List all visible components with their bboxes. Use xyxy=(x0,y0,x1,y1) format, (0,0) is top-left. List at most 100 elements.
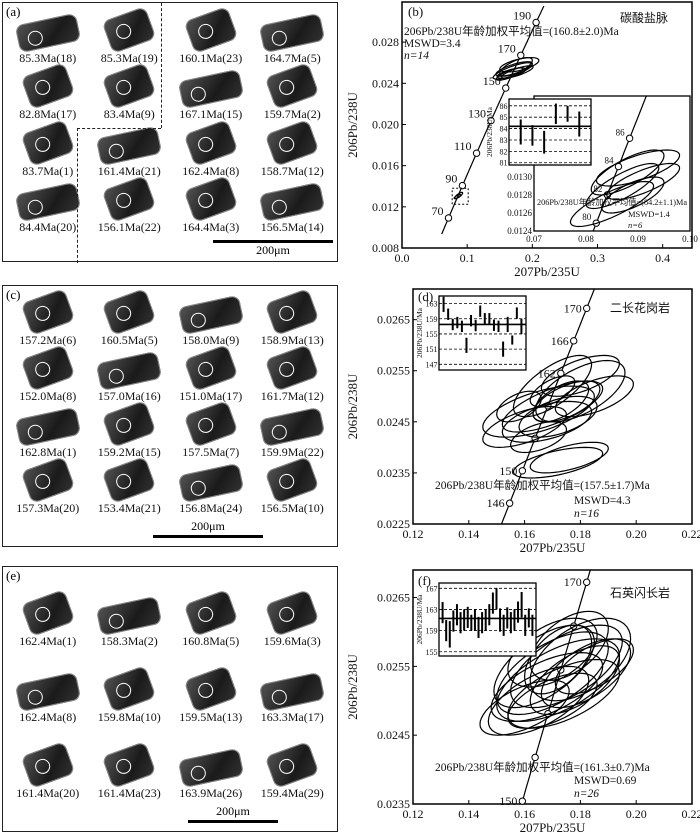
age-marker-label: 170 xyxy=(564,301,582,315)
zircon-age-label: 156.5Ma(10) xyxy=(260,501,324,515)
age-marker-label: 166 xyxy=(551,334,569,348)
age-marker xyxy=(472,149,481,157)
x-tick-label: 0.3 xyxy=(590,251,605,265)
age-marker-label: 90 xyxy=(445,172,457,186)
zircon-grain: 159.2Ma(15) xyxy=(89,400,171,460)
zircon-grid: 162.4Ma(1)158.3Ma(2)160.8Ma(5)159.6Ma(3)… xyxy=(7,573,333,801)
zircon-age-label: 164.4Ma(3) xyxy=(182,220,240,234)
y-tick-label: 0.0265 xyxy=(377,313,410,327)
age-marker xyxy=(531,753,539,762)
zircon-age-label: 159.6Ma(3) xyxy=(263,634,321,648)
zircon-age-label: 163.3Ma(17) xyxy=(260,710,324,724)
zircon-age-label: 151.0Ma(17) xyxy=(179,389,243,403)
zircon-grain: 159.7Ma(2) xyxy=(252,62,334,123)
dashed-divider xyxy=(77,128,78,263)
zircon-grain: 161.7Ma(12) xyxy=(252,344,334,404)
zircon-age-label: 156.8Ma(24) xyxy=(179,501,243,515)
x-tick-label: 0.0 xyxy=(395,251,410,265)
zircon-age-label: 162.4Ma(8) xyxy=(182,163,240,178)
y-tick-label: 0.0235 xyxy=(377,797,410,811)
zircon-grain: 163.3Ma(17) xyxy=(252,649,334,725)
y-tick-label: 0.0265 xyxy=(377,591,410,605)
zircon-grain: 164.7Ma(5) xyxy=(252,9,334,66)
zircon-age-label: 159.7Ma(2) xyxy=(263,107,321,121)
zircon-age-label: 161.7Ma(12) xyxy=(260,389,324,403)
weighted-mean-inset xyxy=(438,582,537,657)
zircon-age-label: 156.5Ma(14) xyxy=(260,220,324,234)
zircon-age-label: 167.1Ma(15) xyxy=(179,107,243,121)
y-tick-label: 0.020 xyxy=(372,117,399,131)
error-ellipse xyxy=(606,162,681,201)
zircon-grain: 158.0Ma(9) xyxy=(170,292,252,348)
age-marker xyxy=(458,181,467,190)
zircon-grain: 160.8Ma(5) xyxy=(170,573,252,649)
weighted-mean-annotation: 206Pb/238U年龄加权平均值=(157.5±1.7)Ma xyxy=(435,478,650,492)
age-marker-label: 170 xyxy=(498,41,516,55)
error-ellipse xyxy=(509,421,568,454)
rock-type-label: 碳酸盐脉 xyxy=(620,10,668,25)
zircon-age-label: 161.4Ma(23) xyxy=(97,786,161,800)
error-ellipse xyxy=(540,354,621,397)
inset-y-axis-label: 206Pb/238U/Ma xyxy=(415,594,424,645)
error-ellipse xyxy=(569,180,655,228)
zircon-age-label: 84.4Ma(20) xyxy=(19,220,77,234)
zircon-grain: 162.8Ma(1) xyxy=(7,404,89,460)
zircon-grain: 158.9Ma(13) xyxy=(252,288,334,348)
error-ellipse xyxy=(501,400,593,443)
error-ellipse xyxy=(496,638,621,723)
age-marker-label: 86 xyxy=(616,127,626,137)
zircon-age-label: 159.4Ma(29) xyxy=(260,786,324,800)
zircon-grain: 162.4Ma(8) xyxy=(170,118,252,179)
x-tick-label: 0.14 xyxy=(458,527,479,541)
zircon-grain: 160.1Ma(23) xyxy=(170,5,252,66)
zircon-grain: 82.8Ma(17) xyxy=(7,62,89,123)
weighted-mean-annotation: MSWD=1.4 xyxy=(628,209,671,219)
zircon-grain: 160.5Ma(5) xyxy=(89,288,171,348)
zircon-grain: 162.4Ma(1) xyxy=(7,573,89,649)
inset-tick-label: 84 xyxy=(500,125,508,134)
zircon-age-label: 159.9Ma(22) xyxy=(260,445,324,459)
panel-label: (a) xyxy=(6,4,21,19)
weighted-mean-annotation: n=14 xyxy=(404,50,429,62)
inset-tick-label: 163 xyxy=(426,300,438,309)
y-tick-label: 0.028 xyxy=(372,35,399,49)
error-ellipse xyxy=(453,193,462,200)
zircon-grain: 164.4Ma(3) xyxy=(170,175,252,236)
zircon-grid: 157.2Ma(6)160.5Ma(5)158.0Ma(9)158.9Ma(13… xyxy=(7,288,334,516)
inset-tick-label: 159 xyxy=(426,315,438,324)
zircon-grain: 85.3Ma(19) xyxy=(89,5,171,66)
inset-tick-label: 85 xyxy=(500,113,508,122)
zircon-age-label: 164.7Ma(5) xyxy=(263,50,321,65)
zircon-grain: 163.9Ma(26) xyxy=(170,725,252,801)
age-marker xyxy=(502,84,510,92)
panel-label: (e) xyxy=(6,568,21,583)
zircon-grain: 152.0Ma(8) xyxy=(7,344,89,404)
age-marker-label: 130 xyxy=(468,107,486,121)
age-marker-label: 146 xyxy=(487,496,505,510)
inset-tick-label: 151 xyxy=(426,345,438,354)
inset-tick-label: 155 xyxy=(426,648,438,657)
inset-x-tick-label: 0.07 xyxy=(526,234,542,244)
y-tick-label: 0.012 xyxy=(372,200,399,214)
y-tick-label: 0.0235 xyxy=(377,466,410,480)
scale-bar-label: 200μm xyxy=(256,243,290,257)
zircon-grain: 151.0Ma(17) xyxy=(170,344,252,404)
panel-label: (c) xyxy=(6,287,21,302)
weighted-mean-annotation: MSWD=0.69 xyxy=(574,775,637,787)
concordia-curve xyxy=(520,570,591,804)
inset-y-tick-label: 0.0128 xyxy=(507,190,532,200)
error-ellipse xyxy=(495,61,533,77)
age-marker xyxy=(444,214,453,222)
age-marker-label: 150 xyxy=(499,794,517,808)
zircon-grain: 162.4Ma(8) xyxy=(7,649,89,725)
age-marker xyxy=(517,51,525,59)
scale-bar-line xyxy=(188,820,278,823)
age-marker xyxy=(505,499,514,507)
zircon-grain: 158.7Ma(12) xyxy=(252,118,334,179)
x-tick-label: 0.22 xyxy=(682,807,700,821)
error-ellipse xyxy=(479,679,570,736)
error-ellipse xyxy=(529,645,621,716)
zircon-grain: 83.7Ma(1) xyxy=(7,118,89,179)
x-tick-label: 0.1 xyxy=(460,251,475,265)
zircon-age-label: 160.1Ma(23) xyxy=(179,50,243,65)
